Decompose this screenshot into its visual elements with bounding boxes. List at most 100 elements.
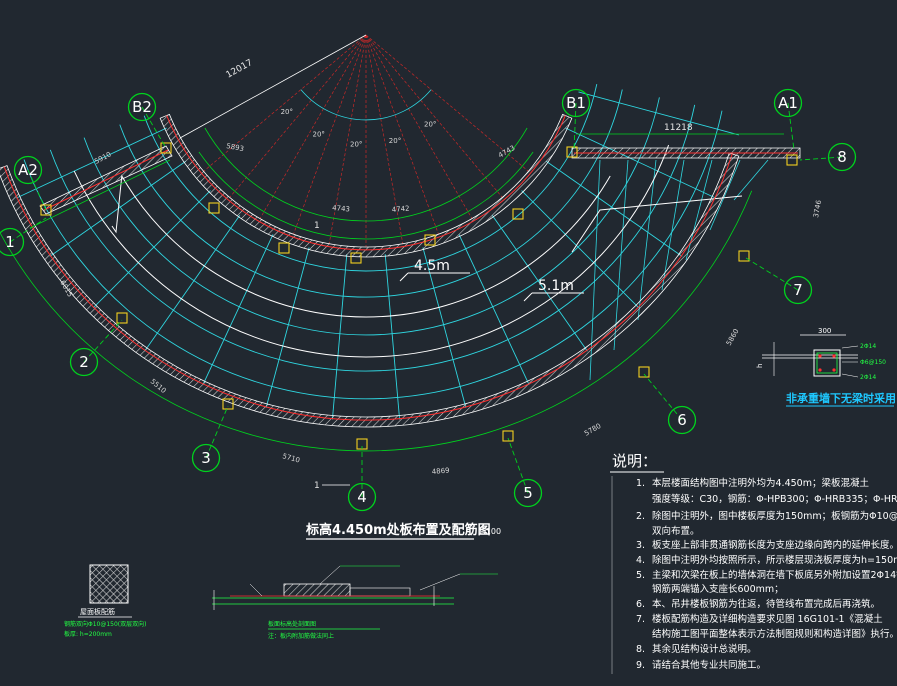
axis-bubble bbox=[783, 275, 813, 305]
axis-bubble bbox=[0, 227, 25, 257]
svg-text:h: h bbox=[756, 364, 764, 368]
outer-wall-rebar bbox=[3, 153, 733, 421]
section-note: 注：板内附加筋做法同上 bbox=[268, 632, 334, 640]
arc-beam bbox=[49, 104, 696, 372]
axis-bubble bbox=[827, 142, 857, 172]
slab-grid bbox=[16, 84, 769, 420]
note-text: 钢筋两端锚入支座长600mm； bbox=[652, 583, 784, 595]
axis-label: 2 bbox=[79, 353, 89, 371]
radial-beam bbox=[331, 254, 348, 420]
axis-bubble bbox=[773, 88, 803, 118]
note-number: 4. bbox=[636, 555, 645, 566]
note-number: 3. bbox=[636, 540, 645, 551]
notes-heading: 说明： bbox=[612, 452, 657, 470]
outer-dim-arc bbox=[0, 190, 753, 452]
left-dim-line bbox=[29, 159, 171, 229]
detail-caption: 非承重墙下无梁时采用 bbox=[786, 391, 896, 405]
radius-dim-line bbox=[179, 34, 367, 139]
step-outline bbox=[111, 174, 611, 318]
angle-ray bbox=[365, 34, 529, 172]
inner-wall bbox=[159, 113, 573, 258]
radial-beam bbox=[265, 247, 310, 408]
note-text: 主梁和次梁在板上的墙体洞在墙下板底另外附加设置2Φ14钢筋 bbox=[652, 569, 897, 581]
angle-label: 20° bbox=[312, 131, 324, 139]
axis-label: 6 bbox=[677, 411, 687, 429]
note-text: 强度等级：C30，钢筋：Φ-HPB300；Φ-HRB335；Φ-HRB400。 bbox=[652, 493, 897, 505]
angle-ray bbox=[328, 34, 367, 244]
angle-rays: 20°20°20°20°20°12017 bbox=[179, 34, 534, 247]
axis-label: 8 bbox=[837, 148, 847, 166]
column bbox=[160, 142, 172, 154]
note-number: 5. bbox=[636, 570, 645, 581]
wall-bands bbox=[0, 113, 801, 428]
note-number: 7. bbox=[636, 614, 645, 625]
drawing-scale: 1:100 bbox=[478, 527, 501, 536]
axis-label: A1 bbox=[778, 94, 798, 112]
note-text: 其余见结构设计总说明。 bbox=[652, 643, 757, 655]
angle-ray bbox=[365, 34, 503, 198]
radial-beam bbox=[521, 190, 640, 309]
hatch-legend-title: 屋面板配筋 bbox=[80, 607, 115, 616]
dim-label-seg_l: 3746 bbox=[812, 199, 823, 218]
wing-beam bbox=[661, 159, 685, 291]
axis-bubble bbox=[347, 482, 377, 512]
notes-block: 说明： 1.本层楼面结构图中注明外均为4.450m；梁板混凝土强度等级：C30，… bbox=[610, 452, 897, 674]
detail-width: 300 bbox=[818, 327, 831, 335]
section-mark-bottom: 1 bbox=[314, 481, 320, 491]
column bbox=[502, 430, 514, 442]
wing-beam bbox=[613, 159, 629, 351]
note-text: 本层楼面结构图中注明外均为4.450m；梁板混凝土 bbox=[652, 477, 869, 489]
angle-ray bbox=[365, 34, 439, 235]
note-text: 请结合其他专业共同施工。 bbox=[652, 659, 766, 671]
upper-dim-arc bbox=[204, 127, 528, 222]
arc-beam bbox=[23, 110, 723, 400]
radial-beam bbox=[565, 127, 716, 199]
angle-ray bbox=[365, 34, 404, 244]
angle-label: 20° bbox=[389, 137, 401, 145]
axis-leader bbox=[799, 156, 843, 161]
radial-beam bbox=[458, 234, 530, 385]
axis-leader bbox=[27, 169, 47, 211]
dim-label-seg_h: 5710 bbox=[281, 452, 300, 464]
dim-label-seg_d: 4742 bbox=[391, 204, 409, 214]
note-text: 楼板配筋构造及详细构造要求见图 16G101-1《混凝土 bbox=[652, 613, 883, 625]
axis-bubble bbox=[191, 443, 221, 473]
section-caption: 板面标高处剖面图 bbox=[268, 620, 316, 628]
axis-leader bbox=[507, 437, 529, 494]
column bbox=[786, 154, 798, 166]
radial-beam bbox=[491, 214, 588, 352]
column bbox=[638, 366, 650, 378]
top-dim-label: 11218 bbox=[664, 123, 693, 133]
angle-ray bbox=[203, 34, 367, 172]
hatch-legend: 屋面板配筋 钢筋双向Φ10@150(双层双向) 板厚: h=200mm bbox=[64, 564, 147, 638]
note-text: 本、吊井楼板钢筋为往返，待管线布置完成后再浇筑。 bbox=[652, 598, 880, 610]
wing-outline bbox=[571, 195, 743, 253]
dim-label-seg_b: 5893 bbox=[226, 142, 245, 153]
axis-leader bbox=[9, 217, 47, 243]
note-text: 除图中注明外，图中楼板厚度为150mm；板钢筋为Φ10@150双层 bbox=[652, 510, 897, 522]
radial-beam bbox=[422, 247, 467, 408]
detail-bar-stirrup: Φ6@150 bbox=[860, 359, 886, 366]
axis-leader bbox=[643, 373, 683, 421]
level-marker-4-5: 4.5m bbox=[399, 258, 470, 282]
column bbox=[350, 252, 362, 264]
column bbox=[40, 204, 52, 216]
wing-beam bbox=[709, 159, 741, 231]
axis-label: 7 bbox=[793, 281, 803, 299]
axis-leader bbox=[83, 319, 123, 363]
hatch-legend-line1: 钢筋双向Φ10@150(双层双向) bbox=[64, 620, 147, 628]
axis-label: A2 bbox=[18, 161, 38, 179]
dim-label-seg_k: 5860 bbox=[725, 328, 741, 347]
axis-label: B1 bbox=[566, 94, 586, 112]
note-text: 板支座上部非贯通钢筋长度为支座边缘向跨内的延伸长度。 bbox=[652, 539, 897, 551]
beam-detail: 300 h 2Φ14 Φ6@150 2Φ14 非承重墙下无梁时采用 bbox=[756, 327, 896, 407]
column bbox=[222, 398, 234, 410]
axis-bubble bbox=[513, 478, 543, 508]
axis-label: 3 bbox=[201, 449, 211, 467]
radial-beam bbox=[144, 214, 241, 352]
arc-beam bbox=[143, 84, 598, 272]
angle-ray bbox=[293, 34, 367, 235]
axis-bubble bbox=[69, 347, 99, 377]
columns bbox=[40, 142, 798, 450]
radial-beam bbox=[202, 234, 274, 385]
